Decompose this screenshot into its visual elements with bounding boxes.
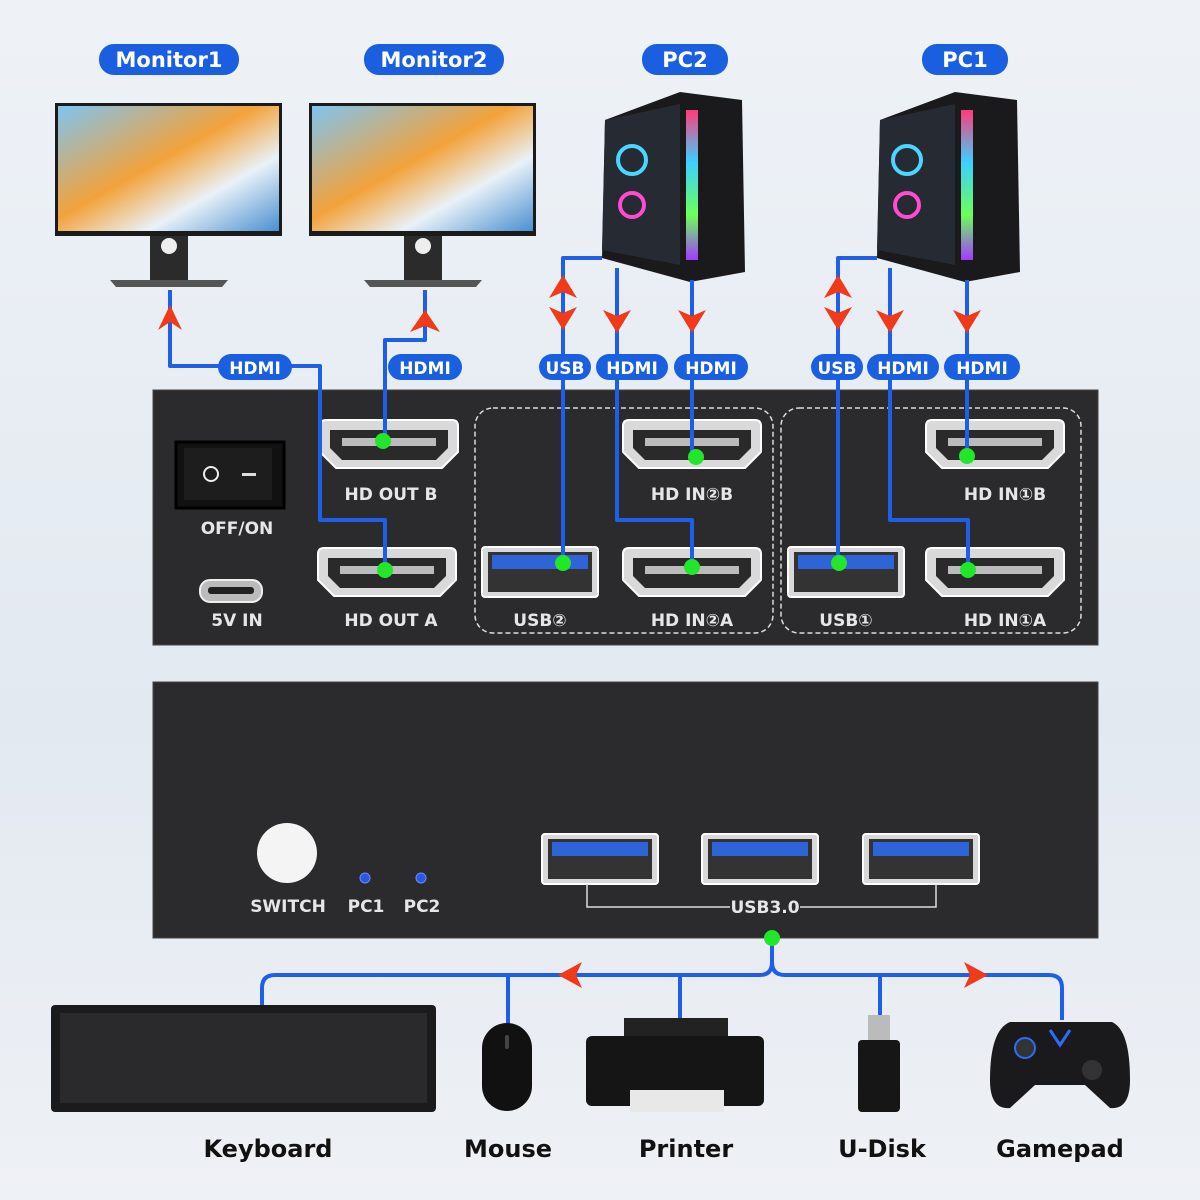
monitor1-label: Monitor1 <box>99 44 239 75</box>
front-usb-port <box>701 833 819 885</box>
pc2-image <box>602 92 745 282</box>
hd-in1-a-label: HD IN①A <box>964 611 1047 631</box>
usb-c-power-port <box>199 579 263 603</box>
switch-button[interactable] <box>257 823 317 883</box>
printer-label: Printer <box>639 1135 733 1163</box>
kvm-front-panel: SWITCH PC1 PC2 USB3.0 <box>152 681 1099 939</box>
monitor2-label: Monitor2 <box>364 44 504 75</box>
u-disk-label: U-Disk <box>838 1135 927 1163</box>
usb2-label: USB② <box>513 611 566 631</box>
hdmi-label: HDMI <box>956 359 1008 379</box>
pc2-label-text: PC2 <box>662 48 707 72</box>
keyboard-image <box>51 1005 436 1112</box>
power-switch-label: OFF/ON <box>201 519 274 539</box>
usb-label: USB <box>545 359 584 379</box>
usb1-port <box>787 546 905 598</box>
hd-in1-a-port <box>925 547 1065 597</box>
hd-out-b-label: HD OUT B <box>345 485 438 505</box>
usb1-label: USB① <box>819 611 872 631</box>
front-usb-port <box>862 833 980 885</box>
usb-label: USB <box>817 359 856 379</box>
switch-label: SWITCH <box>250 897 326 917</box>
gamepad-label: Gamepad <box>996 1135 1124 1163</box>
monitor1-image <box>55 103 282 287</box>
printer-image <box>586 1018 764 1112</box>
monitor2-image <box>309 103 536 287</box>
hdmi-label: HDMI <box>606 359 658 379</box>
hdmi-label: HDMI <box>877 359 929 379</box>
cable-labels: HDMI HDMI USB HDMI HDMI USB HDMI HDMI <box>218 354 1020 380</box>
pc2-label: PC2 <box>642 44 728 75</box>
kvm-rear-panel: OFF/ON 5V IN HD OUT B HD OUT A USB② HD I… <box>152 389 1099 646</box>
bottom-cables <box>260 930 1064 1025</box>
mouse-image <box>482 1023 532 1111</box>
hd-in2-b-label: HD IN②B <box>651 485 733 505</box>
hdmi-label: HDMI <box>685 359 737 379</box>
power-in-label: 5V IN <box>211 611 262 631</box>
pc1-label-text: PC1 <box>942 48 987 72</box>
front-usb-port <box>541 833 659 885</box>
usb2-port <box>481 546 599 598</box>
hdmi-label: HDMI <box>399 359 451 379</box>
mouse-label: Mouse <box>464 1135 552 1163</box>
pc2-led <box>415 872 427 884</box>
hd-out-a-label: HD OUT A <box>344 611 438 631</box>
gamepad-image <box>990 1022 1130 1109</box>
pc1-led <box>359 872 371 884</box>
power-switch[interactable] <box>174 440 286 510</box>
u-disk-image <box>858 1015 900 1112</box>
device-labels: Keyboard Mouse Printer U-Disk Gamepad <box>204 1135 1124 1163</box>
hd-in2-a-label: HD IN②A <box>651 611 734 631</box>
monitor2-label-text: Monitor2 <box>381 48 488 72</box>
pc1-led-label: PC1 <box>348 897 385 917</box>
keyboard-label: Keyboard <box>204 1135 333 1163</box>
pc1-image <box>877 92 1020 282</box>
hd-in1-b-label: HD IN①B <box>964 485 1046 505</box>
monitor1-label-text: Monitor1 <box>116 48 223 72</box>
usb3-label: USB3.0 <box>730 898 799 918</box>
hdmi-label: HDMI <box>229 359 281 379</box>
top-cables <box>158 256 981 578</box>
pc1-label: PC1 <box>922 44 1008 75</box>
pc2-led-label: PC2 <box>404 897 441 917</box>
hd-in1-b-port <box>925 419 1065 469</box>
